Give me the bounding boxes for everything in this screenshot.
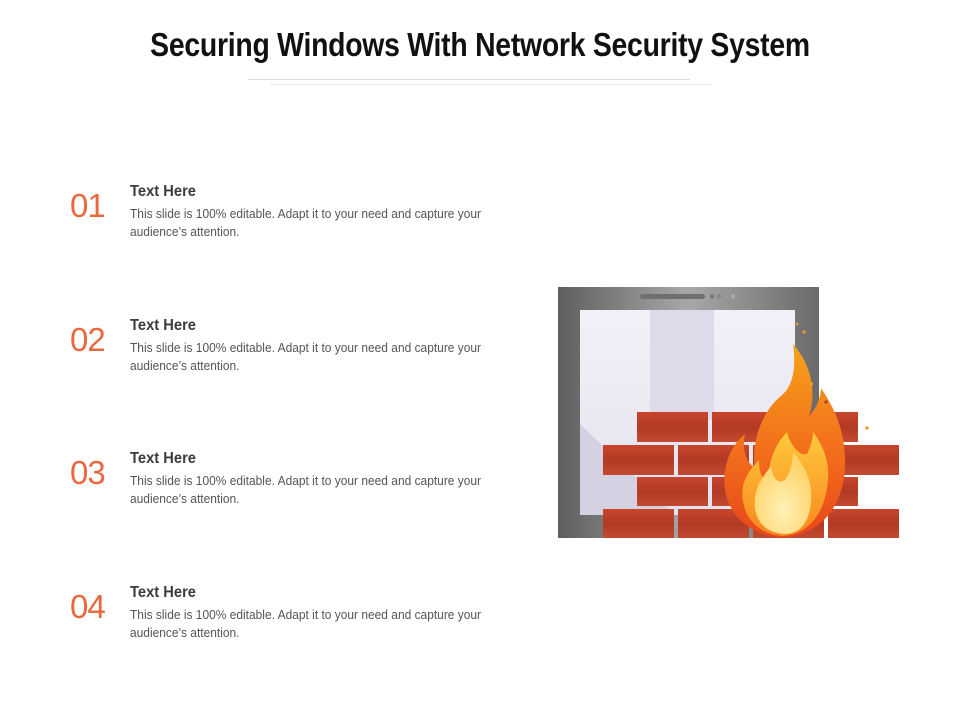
title-underline: [248, 79, 690, 80]
item-number: 01: [70, 187, 106, 224]
item-heading: Text Here: [130, 584, 196, 601]
firewall-illustration: [555, 284, 905, 549]
list-item: 04 Text Here This slide is 100% editable…: [60, 584, 500, 664]
item-heading: Text Here: [130, 317, 196, 334]
item-text: This slide is 100% editable. Adapt it to…: [130, 340, 482, 373]
item-heading: Text Here: [130, 183, 196, 200]
list-item: 01 Text Here This slide is 100% editable…: [60, 183, 500, 263]
list-item: 03 Text Here This slide is 100% editable…: [60, 450, 500, 530]
item-text: This slide is 100% editable. Adapt it to…: [130, 206, 482, 239]
title-underline-shadow: [270, 84, 712, 85]
list-item: 02 Text Here This slide is 100% editable…: [60, 317, 500, 397]
item-text: This slide is 100% editable. Adapt it to…: [130, 473, 482, 506]
item-number: 04: [70, 588, 106, 625]
item-text: This slide is 100% editable. Adapt it to…: [130, 607, 482, 640]
item-number: 03: [70, 454, 106, 491]
item-heading: Text Here: [130, 450, 196, 467]
slide-title: Securing Windows With Network Security S…: [150, 26, 810, 63]
item-number: 02: [70, 321, 106, 358]
firewall-window-icon: [558, 287, 899, 538]
